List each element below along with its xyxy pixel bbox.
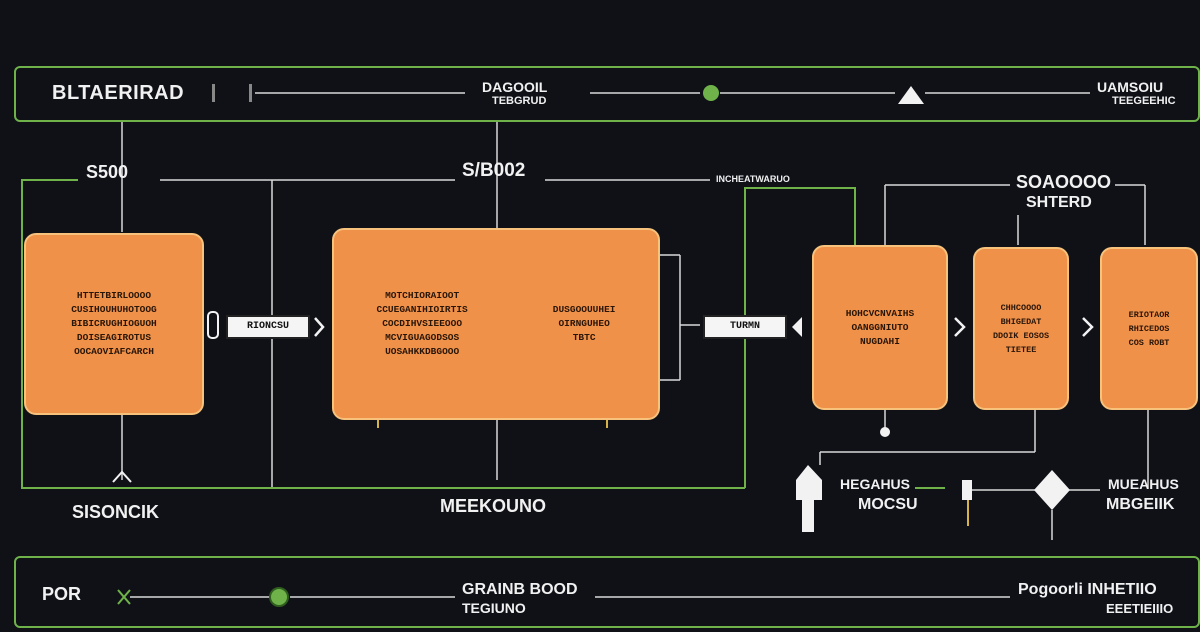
box5-line: ERIOTAOR: [1128, 309, 1170, 320]
footer-left-label: POR: [42, 584, 82, 604]
process-box-1: HTTETBIRLOOOO CUSIHOUHUHOTOOG BIBICRUGHI…: [24, 233, 204, 415]
box2-right-line: OIRNGUHEO: [558, 318, 610, 329]
box3-line: OANGGNIUTO: [851, 321, 909, 333]
box2-left-line: MOTCHIORAIOOT: [385, 290, 460, 301]
box4-line: TIETEE: [1005, 344, 1037, 355]
connector-tag-1: RIONCSU: [226, 315, 310, 339]
bottom-label-right-1a: HEGAHUS: [840, 476, 911, 492]
node-value-mid: S/B002: [462, 160, 526, 181]
node-top-small-label: INCHEATWARUO: [716, 174, 790, 184]
node-value-right-2: SHTERD: [1026, 194, 1092, 211]
process-box-4: CHHCOOOO BHIGEDAT DDOIK EOSOS TIETEE: [973, 247, 1069, 410]
header-bar: [14, 66, 1200, 122]
box4-line: DDOIK EOSOS: [992, 330, 1050, 341]
box1-line: CUSIHOUHUHOTOOG: [71, 304, 157, 315]
node-value-left: S500: [86, 162, 129, 182]
process-box-2: MOTCHIORAIOOT CCUEGANIHIOIRTIS COCDIHVSI…: [332, 228, 660, 420]
box2-left-line: CCUEGANIHIOIRTIS: [376, 304, 468, 315]
box2-left-line: COCDIHVSIEEOOO: [382, 318, 463, 329]
box2-left-line: MCVIGUAGODSOS: [385, 332, 460, 343]
bottom-label-left: SISONCIK: [72, 502, 160, 522]
footer-center-label-2: TEGIUNO: [462, 600, 526, 616]
box1-line: DOISEAGIROTUS: [76, 332, 152, 343]
header-center-label-1: DAGOOIL: [482, 79, 548, 95]
footer-right-label-1: Pogoorli INHETIIO: [1018, 581, 1157, 598]
box3-line: NUGDAHI: [860, 335, 900, 347]
box4-line: CHHCOOOO: [1000, 302, 1042, 313]
bottom-label-right-2b: MBGEIIK: [1106, 496, 1175, 513]
bottom-label-right-1b: MOCSU: [858, 496, 918, 513]
box2-right-line: TBTC: [572, 332, 596, 343]
box3-line: HOHCVCNVAIHS: [845, 307, 915, 319]
header-title-marks: [212, 84, 252, 102]
box2-left-line: UOSAHKKDBGOOO: [385, 346, 460, 357]
header-center-label-2: TEBGRUD: [492, 95, 547, 107]
box5-line: RHICEDOS: [1128, 323, 1170, 334]
header-right-label-2: TEEGEEHIC: [1112, 95, 1176, 107]
footer-bar: [14, 556, 1200, 628]
box1-line: HTTETBIRLOOOO: [76, 290, 152, 301]
box1-line: BIBICRUGHIOGUOH: [71, 318, 157, 329]
process-box-5: ERIOTAOR RHICEDOS COS ROBT: [1100, 247, 1198, 410]
bottom-label-mid: MEEKOUNO: [440, 496, 547, 516]
process-box-3: HOHCVCNVAIHS OANGGNIUTO NUGDAHI: [812, 245, 948, 410]
box2-right-line: DUSGOOUUHEI: [552, 304, 616, 315]
node-value-right-1: SOAOOOO: [1016, 172, 1112, 192]
box5-line: COS ROBT: [1128, 337, 1170, 348]
header-right-label-1: UAMSOIU: [1097, 79, 1164, 95]
header-title: BLTAERIRAD: [52, 82, 185, 104]
footer-center-label-1: GRAINB BOOD: [462, 581, 578, 598]
footer-right-label-2: EEETIEIIIO: [1106, 601, 1174, 616]
box1-line: OOCAOVIAFCARCH: [74, 346, 154, 357]
box4-line: BHIGEDAT: [1000, 316, 1042, 327]
bottom-label-right-2a: MUEAHUS: [1108, 476, 1179, 492]
connector-tag-2: TURMN: [703, 315, 787, 339]
